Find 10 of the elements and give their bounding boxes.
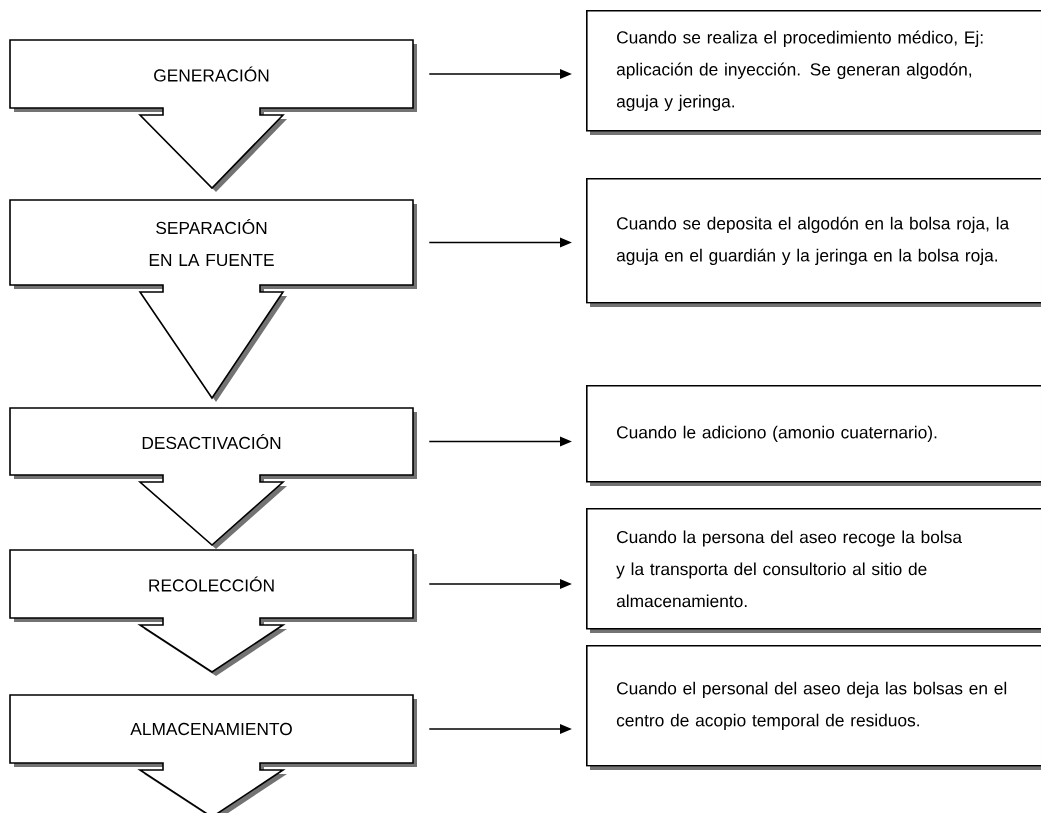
step-arrow-box: ALMACENAMIENTO (9, 694, 417, 813)
note-box: Cuando se deposita el algodón en la bolsa roja, la aguja en el guardián y la jeringa en la bolsa roja. (586, 178, 1041, 307)
note-box: Cuando la persona del aseo recoge la bolsa y la transporta del consultorio al sitio de almacenamiento. (586, 508, 1041, 633)
note-box: Cuando el personal del aseo deja las bolsas en el centro de acopio temporal de residuos. (586, 645, 1041, 770)
step-arrow-box: RECOLECCIÓN (9, 549, 417, 676)
step-arrow-box: SEPARACIÓN EN LA FUENTE (9, 199, 417, 402)
note-box: Cuando le adiciono (amonio cuaternario). (586, 385, 1041, 486)
step-arrow-box: GENERACIÓN (9, 39, 417, 192)
step-arrow-box: DESACTIVACIÓN (9, 407, 417, 549)
note-box: Cuando se realiza el procedimiento médico, Ej: aplicación de inyección. Se generan algodón, aguja y jeringa. (586, 10, 1041, 135)
